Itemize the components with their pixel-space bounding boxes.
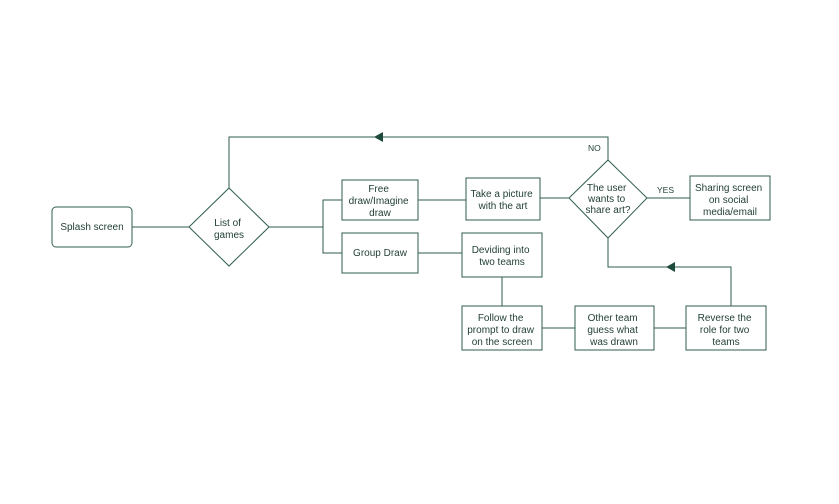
reverse-role-box — [685, 305, 767, 351]
edge-label-yes: YES — [657, 185, 674, 195]
group-draw-box — [341, 232, 419, 274]
dividing-teams-label: Deviding into two teams — [472, 245, 533, 268]
node-sharing-screen: Sharing screen on social media/email — [689, 175, 771, 221]
sharing-screen-box — [689, 175, 771, 221]
follow-prompt-label: Follow the prompt to draw on the screen — [467, 313, 536, 348]
node-take-picture: Take a picture with the art — [465, 177, 541, 221]
take-picture-box — [465, 177, 541, 221]
node-reverse-role: Reverse the role for two teams — [685, 305, 767, 351]
other-team-label: Other team guess what was drawn — [587, 313, 640, 348]
share-decision-diamond — [568, 159, 648, 239]
free-draw-box — [341, 179, 419, 221]
node-share-decision: The user wants to share art? — [568, 159, 648, 239]
arrowhead-reverse-loop — [666, 262, 675, 272]
connector-reverse-to-decision — [607, 238, 732, 306]
node-list-of-games: List of games — [188, 187, 270, 267]
list-of-games-label: List of games — [214, 218, 244, 241]
reverse-role-label: Reverse the role for two teams — [698, 313, 755, 348]
node-follow-prompt: Follow the prompt to draw on the screen — [461, 305, 543, 351]
follow-prompt-box — [461, 305, 543, 351]
connector-no-loop — [228, 136, 609, 188]
splash-screen-label: Splash screen — [60, 222, 123, 233]
take-picture-label: Take a picture with the art — [470, 189, 535, 212]
arrowhead-no-loop — [374, 132, 383, 142]
node-group-draw: Group Draw — [341, 232, 419, 274]
splash-screen-box — [51, 206, 133, 248]
group-draw-label: Group Draw — [353, 248, 408, 259]
node-dividing-teams: Deviding into two teams — [461, 232, 543, 278]
connectors — [132, 132, 732, 329]
node-splash-screen: Splash screen — [51, 206, 133, 248]
connector-branch-free-draw — [322, 199, 342, 254]
sharing-screen-label: Sharing screen on social media/email — [695, 183, 765, 218]
free-draw-label: Free draw/Imagine draw — [349, 184, 412, 219]
other-team-box — [574, 305, 655, 351]
node-free-draw: Free draw/Imagine draw — [341, 179, 419, 221]
edge-label-no: NO — [588, 143, 601, 153]
share-decision-label: The user wants to share art? — [585, 183, 630, 216]
dividing-teams-box — [461, 232, 543, 278]
list-of-games-diamond — [188, 187, 270, 267]
node-other-team: Other team guess what was drawn — [574, 305, 655, 351]
